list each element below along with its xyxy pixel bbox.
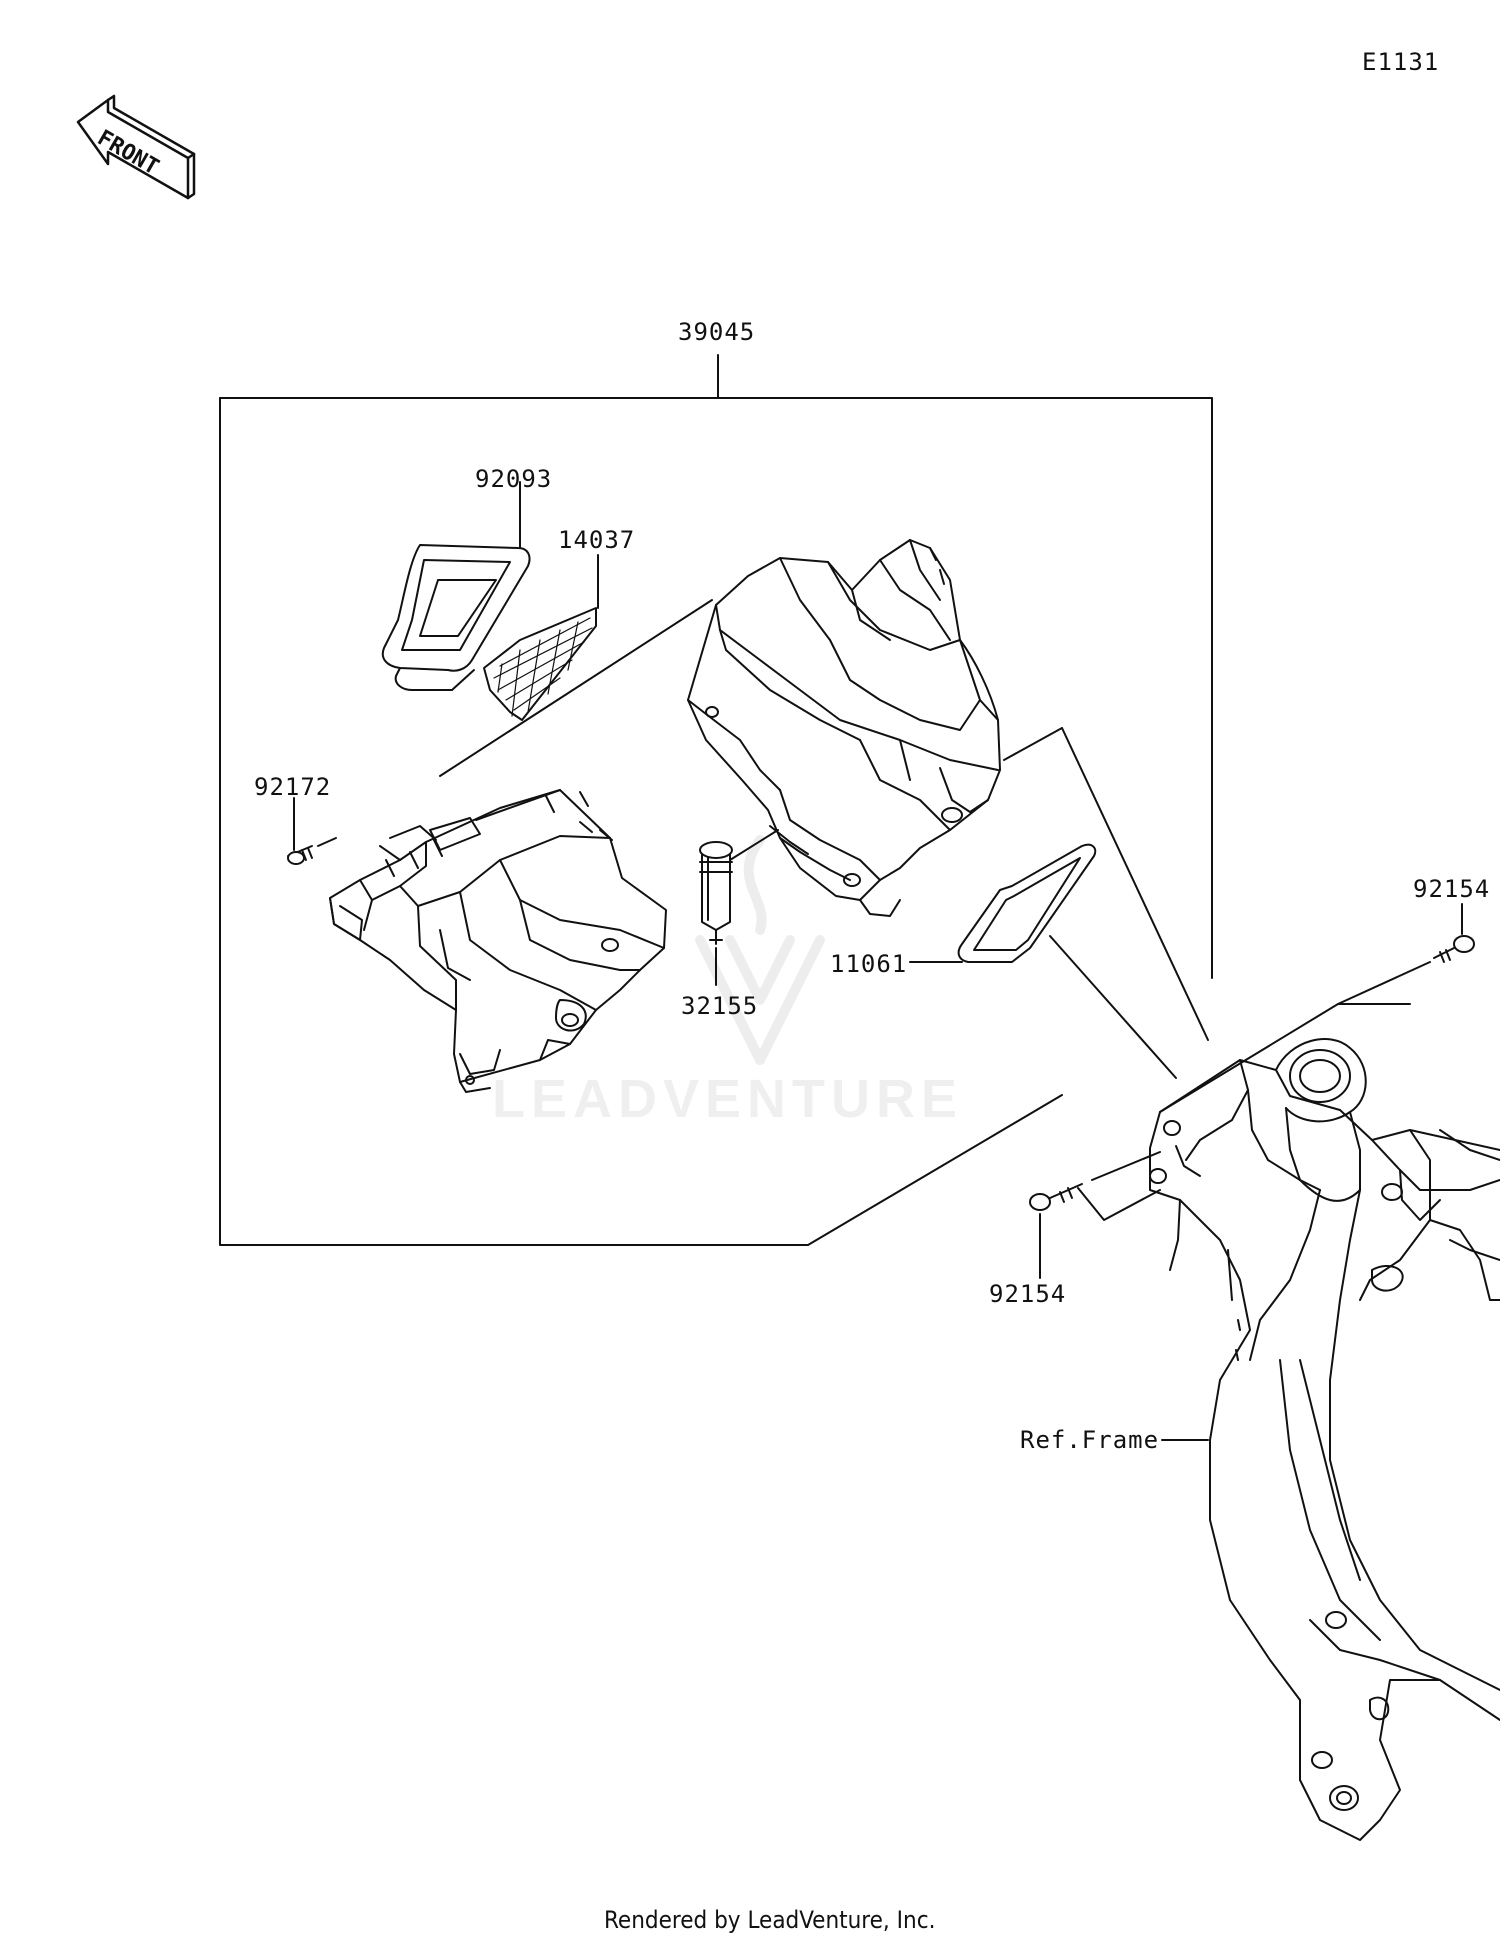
leader-assembly-right-b [1061, 727, 1209, 1041]
watermark-text: LEADVENTURE [492, 1069, 964, 1129]
part-number-92154-lower: 92154 [989, 1280, 1067, 1308]
part-number-92172: 92172 [254, 773, 332, 801]
part-number-32155: 32155 [681, 992, 759, 1020]
footer-credit: Rendered by LeadVenture, Inc. [604, 1906, 936, 1934]
part-number-11061: 11061 [830, 950, 908, 978]
leader-assembly-left [439, 599, 713, 777]
part-number-14037: 14037 [558, 526, 636, 554]
cap-32155 [699, 841, 733, 945]
motorcycle-frame [1149, 1038, 1500, 1841]
screen-mesh-14037 [483, 607, 597, 721]
leader-32155-b [729, 829, 779, 861]
part-number-92154-upper: 92154 [1413, 875, 1491, 903]
watermark-logo [695, 835, 825, 1065]
front-arrow-icon: FRONT [76, 94, 196, 200]
leader-92154-upper-b [1337, 961, 1431, 1005]
gasket-11061 [957, 843, 1097, 963]
leader-92154-lower-b [1091, 1151, 1161, 1181]
ref-frame-label: Ref.Frame [1020, 1426, 1160, 1454]
bolt-92154-upper [1433, 935, 1475, 963]
assembly-39045-bracket [219, 354, 1213, 1246]
part-number-92093: 92093 [475, 465, 553, 493]
right-air-duct [687, 539, 1001, 917]
leader-92172-b [317, 837, 337, 847]
part-number-39045: 39045 [678, 318, 756, 346]
cover-ring-92093 [381, 544, 531, 691]
bolt-92154-lower [1029, 1183, 1083, 1211]
left-air-duct [329, 789, 667, 1093]
leader-gasket-frame [1049, 935, 1177, 1079]
leader-92154-upper-c [1159, 1003, 1411, 1113]
leader-assembly-right [1003, 727, 1063, 761]
leader-92154-lower-c [1077, 1187, 1161, 1221]
screw-92172 [287, 845, 313, 865]
diagram-code: E1131 [1362, 48, 1440, 76]
